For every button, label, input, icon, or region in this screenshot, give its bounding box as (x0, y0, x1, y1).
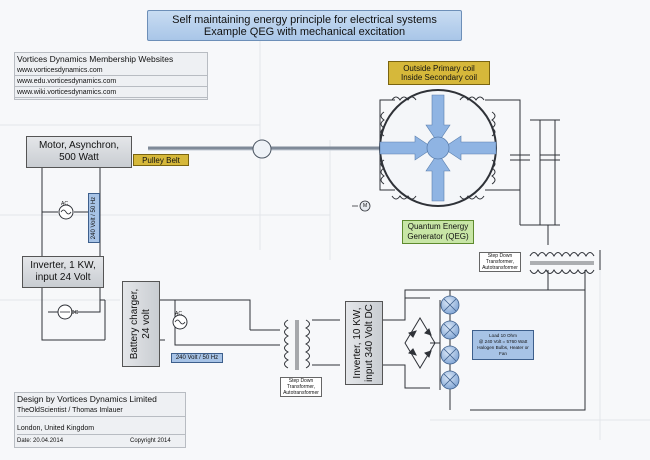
inverter2-line-2: input 340 Volt DC (364, 304, 375, 382)
title-line-1: Self maintaining energy principle for el… (172, 13, 437, 26)
design-location: London, United Kingdom (17, 424, 185, 435)
membership-panel (14, 52, 208, 100)
coil-line-1: Outside Primary coil (403, 64, 475, 73)
bridge-rectifier (404, 317, 436, 369)
inverter1-line-1: Inverter, 1 KW, (30, 260, 96, 271)
qeg-generator (379, 89, 497, 207)
transformer-bottom-label: Step Down Transformer, Autotransformer (280, 377, 322, 397)
pulley-belt-label: Pulley Belt (133, 154, 189, 166)
inverter-1kw-box: Inverter, 1 KW, input 24 Volt (22, 256, 104, 288)
small-motor-icon (352, 200, 371, 212)
load-line-4: Fan (499, 351, 507, 356)
bulb-1 (440, 295, 460, 315)
halogen-bulbs (440, 295, 460, 390)
transformer-right-line-1: Step Down (487, 253, 513, 259)
membership-heading: Vortices Dynamics Membership Websites (17, 54, 174, 64)
dc-label: DC (71, 310, 79, 316)
ac-meter-mid (172, 314, 188, 330)
transformer-bottom-line-1: Step Down (288, 378, 314, 384)
motor-line-2: 500 Watt (59, 152, 99, 163)
motor-line-1: Motor, Asynchron, (38, 140, 120, 151)
transformer-right-line-2: Transformer, (485, 259, 515, 265)
voltage-label-vertical: 240 Volt / 50 Hz (88, 193, 100, 243)
load-line-1: Load 10 Ohm (489, 333, 517, 338)
ac-label-mid: AC (175, 311, 182, 317)
qeg-label: Quantum Energy Generator (QEG) (402, 220, 474, 244)
motor-box: Motor, Asynchron, 500 Watt (26, 136, 132, 168)
coil-line-2: Inside Secondary coil (400, 73, 478, 82)
transformer-right-line-3: Autotransformer (482, 265, 518, 271)
battery-charger-box: Battery charger, 24 volt (122, 281, 160, 367)
ac-label-top: AC (61, 201, 68, 207)
transformer-bottom-line-3: Autotransformer (283, 390, 319, 396)
membership-link-1[interactable]: www.vorticesdynamics.com (14, 65, 208, 76)
charger-line-2: 24 volt (141, 309, 152, 339)
inverter-10kw-box: Inverter, 10 KW, input 340 Volt DC (345, 301, 383, 385)
voltage-label-horizontal: 240 Volt / 50 Hz (171, 353, 223, 363)
motor-m-label: M (363, 203, 368, 209)
pulley-wheel (252, 139, 272, 159)
design-author: TheOldScientist / Thomas Imlauer (17, 406, 185, 417)
design-date: Date: 20.04.2014 (17, 438, 64, 444)
design-heading: Design by Vortices Dynamics Limited (17, 394, 157, 404)
load-label: Load 10 Ohm @ 240 Volt = 5760 Watt Halog… (472, 330, 534, 360)
ac-meter-top (58, 204, 74, 220)
bulb-2 (440, 320, 460, 340)
bulb-3 (440, 345, 460, 365)
qeg-line-2: Generator (QEG) (407, 232, 469, 241)
coil-label: Outside Primary coil Inside Secondary co… (388, 61, 490, 85)
load-line-2: @ 240 Volt = 5760 Watt (478, 339, 528, 344)
transformer-bottom-line-2: Transformer, (286, 384, 316, 390)
transformer-right-symbol (529, 252, 595, 274)
transformer-right-label: Step Down Transformer, Autotransformer (479, 252, 521, 272)
transformer-bottom-symbol (284, 319, 310, 370)
design-panel (14, 392, 186, 448)
membership-link-3[interactable]: www.wiki.vorticesdynamics.com (14, 87, 208, 98)
design-copyright: Copyright 2014 (130, 438, 171, 444)
diagram-title: Self maintaining energy principle for el… (147, 10, 462, 41)
load-line-3: Halogen Bulbs, Heater or (477, 345, 529, 350)
qeg-line-1: Quantum Energy (407, 222, 469, 231)
charger-line-1: Battery charger, (129, 288, 140, 360)
inverter1-line-2: input 24 Volt (35, 272, 91, 283)
title-line-2: Example QEG with mechanical excitation (203, 25, 406, 38)
dc-meter (57, 304, 73, 320)
bulb-4 (440, 370, 460, 390)
inverter2-line-1: Inverter, 10 KW, (352, 307, 363, 379)
membership-link-2[interactable]: www.edu.vorticesdynamics.com (14, 76, 208, 87)
